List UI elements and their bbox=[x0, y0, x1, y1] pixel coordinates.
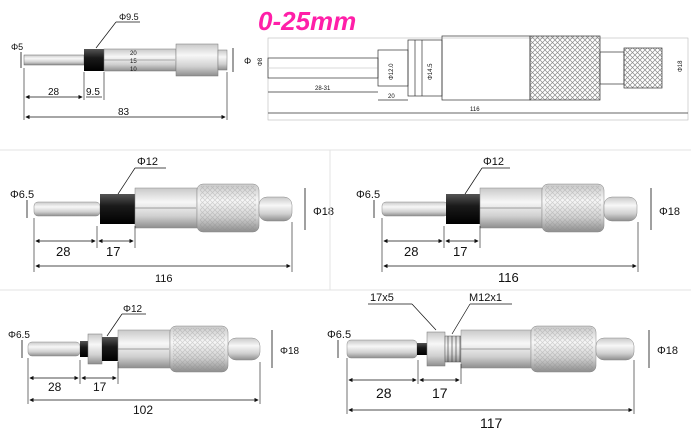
p2-phi-thread: Φ12.0 bbox=[389, 63, 395, 80]
p1-mark: 15 bbox=[130, 59, 137, 65]
p3-len-total: 116 bbox=[155, 273, 173, 285]
p1-ratchet bbox=[217, 49, 228, 71]
p1-thimble bbox=[175, 43, 219, 77]
p1-mark: 10 bbox=[130, 67, 137, 73]
p2-thimble bbox=[441, 35, 531, 101]
p5-len-b: 17 bbox=[93, 380, 107, 394]
p4-len-total: 116 bbox=[498, 270, 519, 285]
p3-phi-collar: Φ12 bbox=[137, 156, 158, 168]
p1-len-a: 28 bbox=[48, 87, 60, 98]
panel-2-technical-drawing bbox=[267, 35, 689, 121]
p4-len-a: 28 bbox=[404, 244, 418, 259]
panel-5-micrometer: Φ6.5 Φ12 Φ18 28 17 102 bbox=[8, 304, 300, 417]
p2-len-b: 20 bbox=[388, 94, 395, 100]
p4-len-b: 17 bbox=[453, 244, 467, 259]
panel-1-micrometer: 20 15 10 Φ5 Φ9.5 Φ 28 9.5 83 bbox=[11, 12, 251, 120]
p6-thread: M12x1 bbox=[469, 292, 502, 304]
p1-len-b: 9.5 bbox=[86, 87, 100, 98]
p2-phi-spindle: Φ8 bbox=[258, 57, 264, 66]
panel-3-micrometer: Φ6.5 Φ12 Φ18 28 17 116 bbox=[10, 156, 334, 285]
p6-len-a: 28 bbox=[376, 385, 392, 401]
p3-len-b: 17 bbox=[106, 244, 120, 259]
p6-len-b: 17 bbox=[432, 385, 448, 401]
p6-len-total: 117 bbox=[480, 415, 503, 431]
p4-phi-collar: Φ12 bbox=[483, 156, 504, 168]
p2-len-total: 116 bbox=[470, 107, 480, 113]
p3-phi-head: Φ18 bbox=[313, 206, 334, 218]
p6-phi-head: Φ18 bbox=[657, 345, 678, 357]
p5-len-total: 102 bbox=[133, 403, 153, 417]
p6-nut: 17x5 bbox=[370, 292, 394, 304]
p4-phi-spindle: Φ6.5 bbox=[356, 189, 380, 201]
p1-mark: 20 bbox=[130, 51, 137, 57]
p2-len-a: 28-31 bbox=[315, 86, 331, 92]
p5-phi-head: Φ18 bbox=[280, 346, 300, 357]
p6-phi-spindle: Φ6.5 bbox=[327, 329, 351, 341]
p1-phi-small: Φ5 bbox=[11, 42, 23, 52]
p1-phi-collar: Φ9.5 bbox=[119, 12, 139, 22]
p5-len-a: 28 bbox=[48, 380, 62, 394]
panel-4-micrometer: Φ6.5 Φ12 Φ18 28 17 116 bbox=[356, 156, 680, 285]
p2-tail bbox=[599, 51, 625, 85]
p1-collar bbox=[84, 49, 104, 71]
p1-len-total: 83 bbox=[118, 107, 130, 118]
p2-knurl bbox=[529, 35, 601, 101]
p5-phi-spindle: Φ6.5 bbox=[8, 330, 30, 341]
p1-phi-right: Φ bbox=[244, 56, 251, 66]
p1-spindle bbox=[23, 54, 85, 66]
panel-6-micrometer: Φ6.5 17x5 M12x1 Φ18 28 17 117 bbox=[327, 292, 678, 431]
p2-phi-barrel: Φ14.5 bbox=[428, 63, 434, 80]
p2-barrel bbox=[407, 39, 443, 97]
range-title: 0-25mm bbox=[258, 6, 356, 36]
p2-ratchet bbox=[623, 47, 663, 89]
p5-phi-collar: Φ12 bbox=[123, 304, 143, 315]
p3-len-a: 28 bbox=[56, 244, 70, 259]
p3-phi-spindle: Φ6.5 bbox=[10, 189, 34, 201]
p2-phi-tail: Φ18 bbox=[678, 60, 684, 72]
p4-phi-head: Φ18 bbox=[659, 206, 680, 218]
